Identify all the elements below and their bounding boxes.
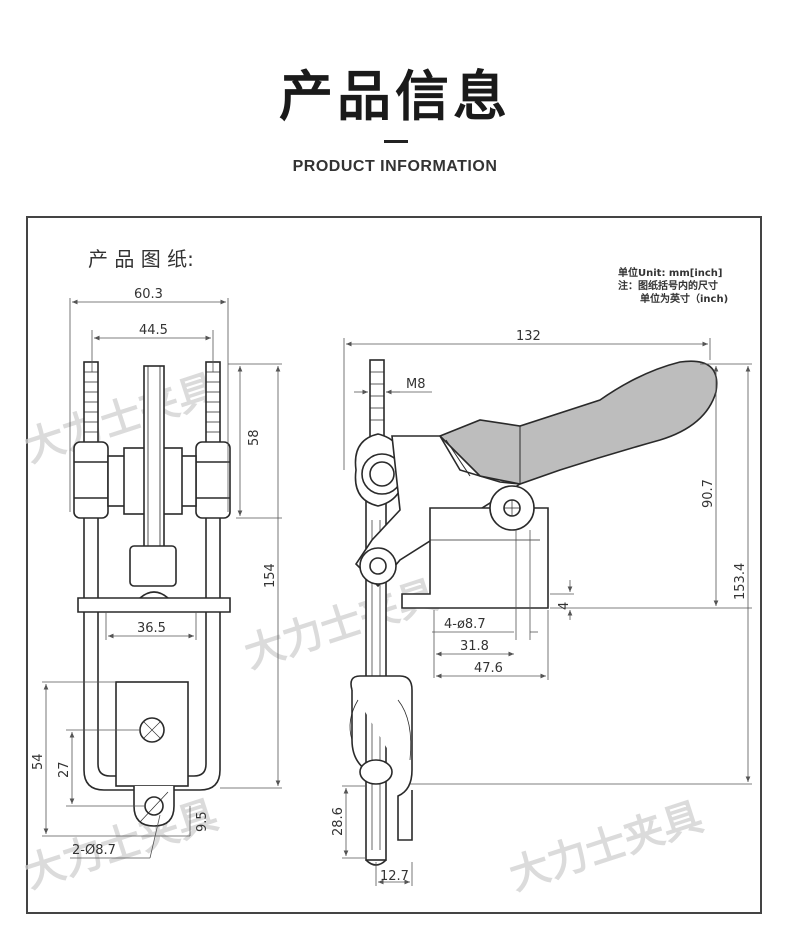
dim-side-holes: 4-ø8.7: [444, 617, 486, 632]
page-subtitle: PRODUCT INFORMATION: [292, 158, 498, 175]
watermark-5: 大力士夹具: [504, 794, 708, 900]
front-view: [73, 361, 231, 827]
unit-note-line2: 注：图纸括号内的尺寸: [618, 279, 718, 292]
title-underline: [384, 140, 408, 143]
dim-front-36-5: 36.5: [137, 621, 166, 636]
dim-front-9-5: 9.5: [195, 811, 210, 832]
side-view: [349, 359, 718, 866]
dim-front-58: 58: [247, 429, 262, 446]
watermark-4: 大力士夹具: [19, 792, 223, 898]
dim-side-132: 132: [516, 329, 541, 344]
dim-side-31-8: 31.8: [460, 639, 489, 654]
front-view-dimensions: [42, 298, 282, 859]
unit-note-line3: 单位为英寸（inch): [640, 292, 728, 305]
front-view-dimension-labels: 60.3 44.5 58 154 36.5 54 27 2-Ø8.7 9.5: [31, 287, 278, 858]
dim-side-28-6: 28.6: [331, 807, 346, 836]
dim-side-47-6: 47.6: [474, 661, 503, 676]
dim-front-eye-hole: 2-Ø8.7: [72, 843, 116, 858]
drawing-label: 产 品 图 纸:: [88, 247, 194, 271]
dim-front-27: 27: [57, 761, 72, 778]
page-title: 产品信息: [279, 65, 511, 128]
dim-side-12-7: 12.7: [380, 869, 409, 884]
unit-note-line1: 单位Unit: mm[inch]: [618, 266, 723, 279]
dim-side-m8: M8: [406, 377, 426, 392]
dim-front-154: 154: [263, 563, 278, 588]
dim-side-153-4: 153.4: [733, 563, 748, 600]
drawing-frame: [26, 216, 762, 914]
dim-front-44-5: 44.5: [139, 323, 168, 338]
dim-side-90-7: 90.7: [701, 479, 716, 508]
dim-front-60-3: 60.3: [134, 287, 163, 302]
dim-front-54: 54: [31, 753, 46, 770]
dim-side-4: 4: [557, 602, 572, 610]
side-view-dimension-labels: 132 M8 90.7 153.4 4 4-ø8.7 31.8 47.6 28.…: [331, 329, 748, 884]
side-view-dimensions: [342, 338, 752, 886]
